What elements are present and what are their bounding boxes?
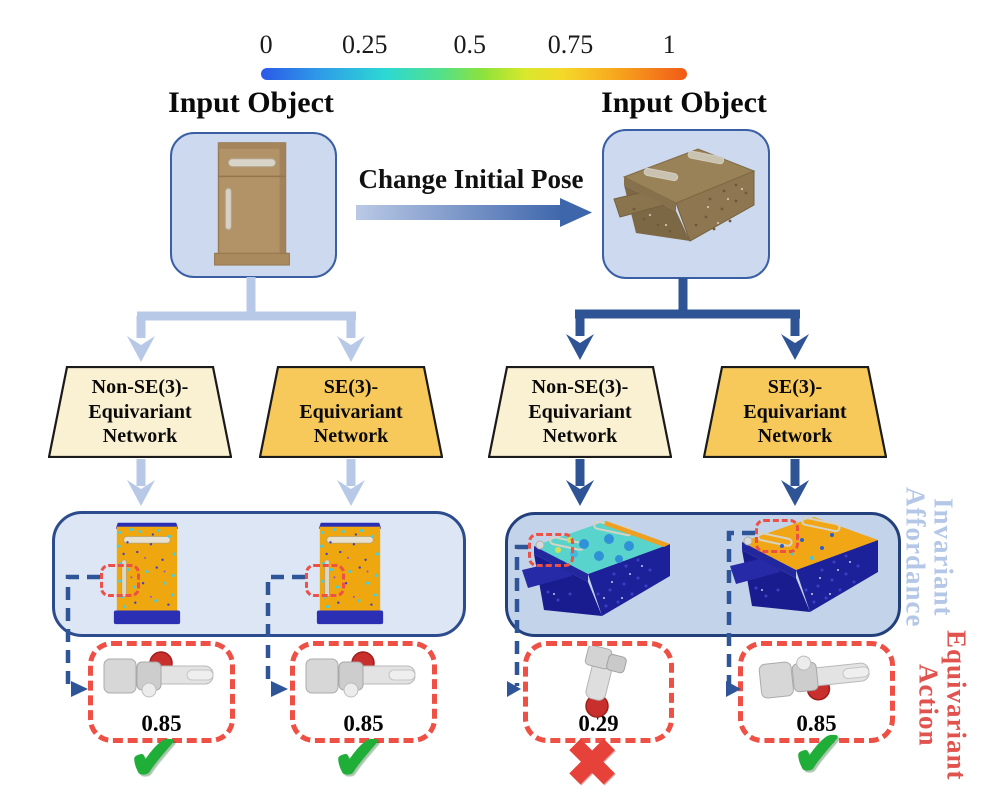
action-score: 0.85 [141,711,182,736]
gripper-image [757,648,873,707]
pointcloud-rotated-nonse3-image [521,520,671,617]
gripper-image [575,646,629,718]
input-object-title-left: Input Object [168,86,334,119]
gripper-image [305,651,416,698]
side-label-line: Equivariant [941,629,972,781]
gripper-image [103,651,214,698]
colorbar-tick: 1 [662,30,676,59]
success-check-icon: ✔ [792,721,844,789]
success-check-icon: ✔ [128,725,180,793]
side-label-invariant-affordance: Invariant Affordance [900,482,959,632]
pose-change-label: Change Initial Pose [358,164,584,194]
network-trapezoid-se3-left: SE(3)- Equivariant Network [259,366,443,458]
input-object-title-right: Input Object [601,86,767,119]
pointcloud-rotated-se3-image [729,516,879,613]
success-check-icon: ✔ [332,725,384,793]
colorbar-tick: 0 [259,30,273,59]
action-score: 0.85 [796,711,837,736]
side-label-line: Affordance [900,486,931,628]
grasp-region-marker-1 [100,564,140,597]
colorbar-tick: 0.25 [341,30,388,59]
network-label: SE(3)- Equivariant Network [703,366,887,458]
colorbar-tick: 0.5 [453,30,487,59]
network-label-line: Equivariant [743,400,847,423]
network-label-line: Network [102,425,178,448]
network-label: SE(3)- Equivariant Network [259,366,443,458]
network-label-line: Equivariant [88,400,192,423]
side-label-line: Action [913,663,944,747]
network-label: Non-SE(3)- Equivariant Network [488,366,672,458]
network-label-line: SE(3)- [767,376,823,399]
network-label-line: SE(3)- [323,376,379,399]
pose-change-arrow [356,198,592,227]
cardboard-object-upright-image [213,142,291,266]
network-trapezoid-non-se3-right: Non-SE(3)- Equivariant Network [488,366,672,458]
network-label-line: Network [757,425,833,448]
action-proposal-box-2: 0.85 [290,641,437,743]
action-proposal-box-3: 0.29 [523,641,674,743]
side-label-equivariant-action: Equivariant Action [913,616,972,794]
network-label-line: Non-SE(3)- [531,376,629,399]
action-proposal-box-1: 0.85 [88,641,235,743]
colorbar: 0 0.25 0.5 0.75 1 [253,30,691,86]
network-label-line: Network [313,425,389,448]
action-score: 0.85 [343,711,384,736]
cardboard-object-rotated-image [613,148,755,242]
network-label-line: Equivariant [528,400,632,423]
grasp-region-marker-2 [305,564,345,597]
network-trapezoid-se3-right: SE(3)- Equivariant Network [703,366,887,458]
grasp-region-marker-4 [755,519,799,553]
colorbar-gradient [261,68,687,80]
failure-cross-icon: ✖ [565,728,619,799]
network-trapezoid-non-se3-left: Non-SE(3)- Equivariant Network [48,366,232,458]
network-label-line: Equivariant [299,400,403,423]
network-label: Non-SE(3)- Equivariant Network [48,366,232,458]
network-label-line: Network [542,425,618,448]
grasp-region-marker-3 [528,533,574,567]
colorbar-tick: 0.75 [547,30,594,59]
network-label-line: Non-SE(3)- [91,376,189,399]
side-label-line: Invariant [928,497,959,617]
